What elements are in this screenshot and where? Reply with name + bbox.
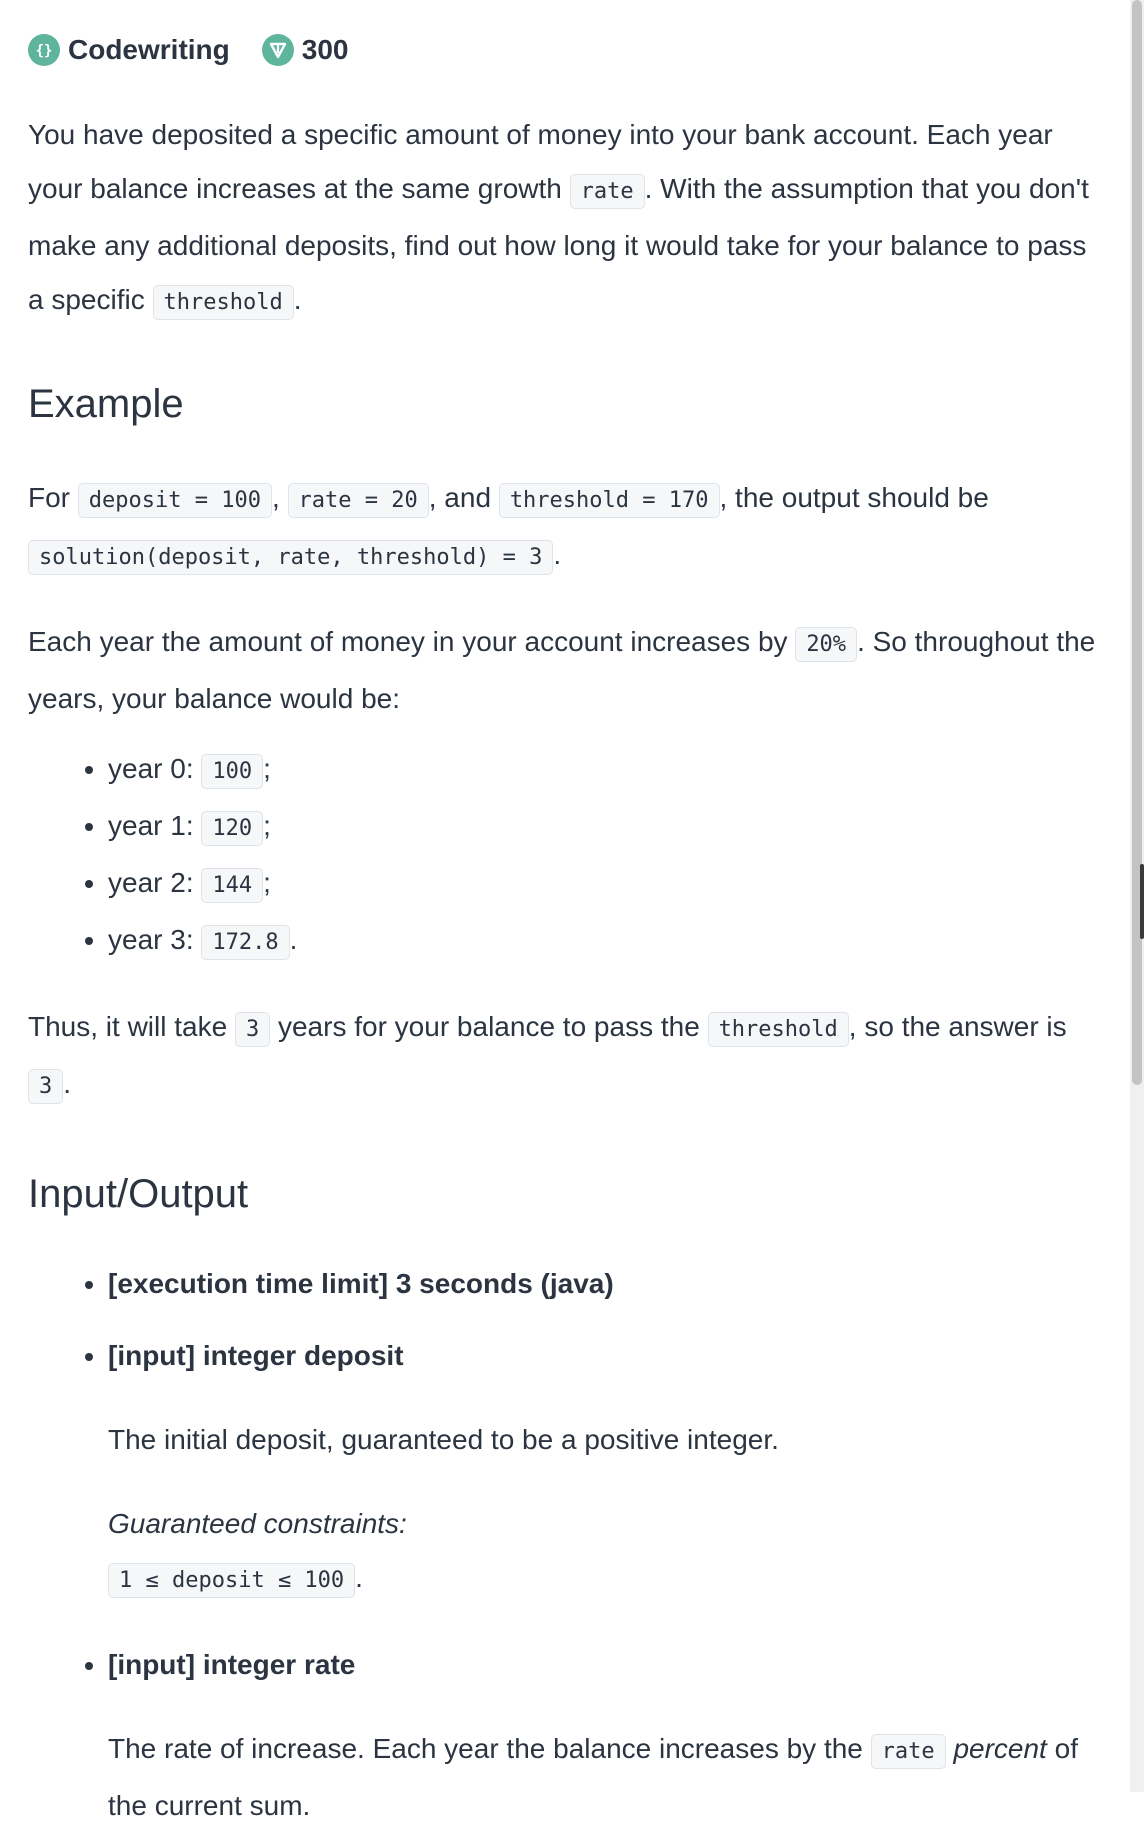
balance-list: year 0: 100; year 1: 120; year 2: 144; y… <box>28 742 1098 970</box>
code-threshold: threshold <box>152 285 294 320</box>
score-icon <box>261 34 294 66</box>
balance-value: 172.8 <box>201 925 290 960</box>
code-threshold: threshold <box>707 1012 849 1047</box>
balance-value: 144 <box>201 868 264 903</box>
list-item: year 1: 120; <box>108 799 1098 856</box>
intro-paragraph: You have deposited a specific amount of … <box>28 108 1098 330</box>
code-constraint: 1 ≤ deposit ≤ 100 <box>108 1563 356 1598</box>
svg-text:{}: {} <box>36 43 53 59</box>
list-item: year 3: 172.8. <box>108 913 1098 970</box>
resize-handle[interactable] <box>1140 864 1144 939</box>
example-heading: Example <box>28 382 184 426</box>
code-solution-call: solution(deposit, rate, threshold) = 3 <box>28 540 554 575</box>
io-heading: Input/Output <box>28 1172 249 1216</box>
scrollbar[interactable] <box>1130 0 1144 1792</box>
deposit-constraint: 1 ≤ deposit ≤ 100. <box>28 1551 1098 1608</box>
problem-description: {} Codewriting 300 You have deposited a … <box>28 0 1098 1833</box>
input-deposit-item: [input] integer deposit <box>108 1329 1098 1383</box>
scrollbar-thumb[interactable] <box>1132 0 1142 1085</box>
list-item: year 0: 100; <box>108 742 1098 799</box>
codewriting-icon: {} <box>28 34 60 66</box>
task-header: {} Codewriting 300 <box>28 0 1098 100</box>
growth-paragraph: Each year the amount of money in your ac… <box>28 626 1096 714</box>
time-limit-item: [execution time limit] 3 seconds (java) <box>108 1257 1098 1311</box>
rate-description: The rate of increase. Each year the bala… <box>108 1733 1078 1821</box>
balance-value: 100 <box>201 754 264 789</box>
code-threshold: threshold = 170 <box>498 483 720 518</box>
task-type-label: Codewriting <box>68 34 230 65</box>
input-rate-item: [input] integer rate <box>108 1638 1098 1692</box>
code-rate: rate <box>870 1734 946 1769</box>
list-item: year 2: 144; <box>108 856 1098 913</box>
code-answer: 3 <box>28 1069 64 1104</box>
code-rate: rate = 20 <box>287 483 429 518</box>
score-value: 300 <box>301 34 349 65</box>
code-percent: 20% <box>795 627 858 662</box>
io-list-rate: [input] integer rate <box>28 1638 1098 1692</box>
io-list: [execution time limit] 3 seconds (java) … <box>28 1257 1098 1383</box>
code-deposit: deposit = 100 <box>77 483 272 518</box>
balance-value: 120 <box>201 811 264 846</box>
code-answer: 3 <box>234 1012 271 1047</box>
deposit-description: The initial deposit, guaranteed to be a … <box>108 1424 779 1455</box>
example-paragraph: For deposit = 100, rate = 20, and thresh… <box>28 471 1098 585</box>
code-rate: rate <box>569 174 645 209</box>
deposit-constraints-label: Guaranteed constraints: <box>108 1508 407 1539</box>
conclusion-paragraph: Thus, it will take 3 years for your bala… <box>28 1000 1098 1114</box>
